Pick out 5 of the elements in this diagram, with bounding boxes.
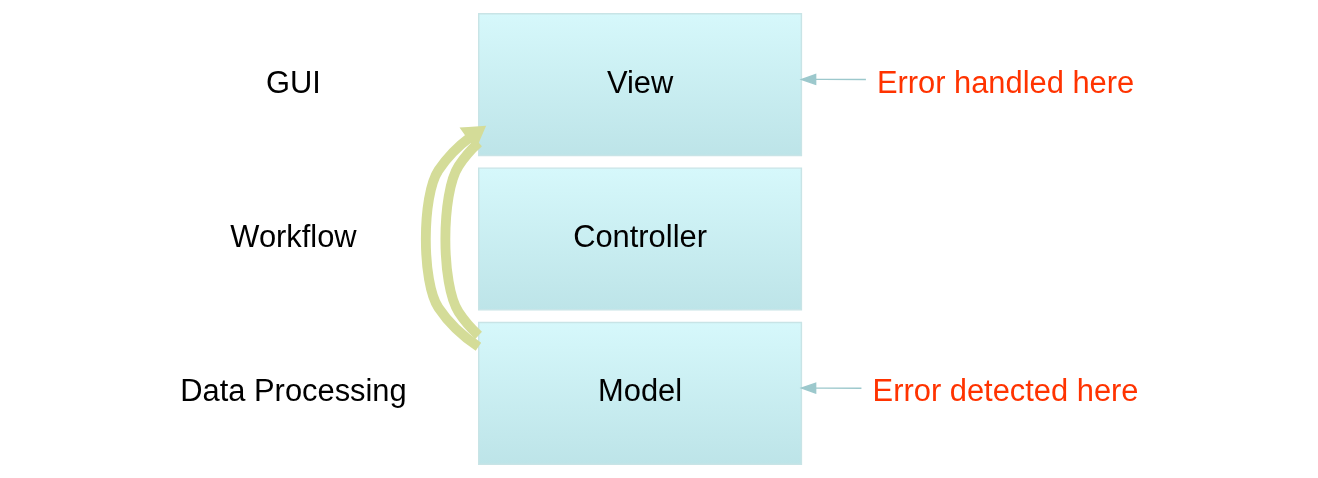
node-text: Error detected here	[872, 373, 1139, 409]
label: Workflow	[230, 218, 357, 254]
label: GUI	[266, 64, 321, 100]
node-text: Error handled here	[876, 64, 1135, 100]
label: Data Processing	[180, 373, 407, 409]
